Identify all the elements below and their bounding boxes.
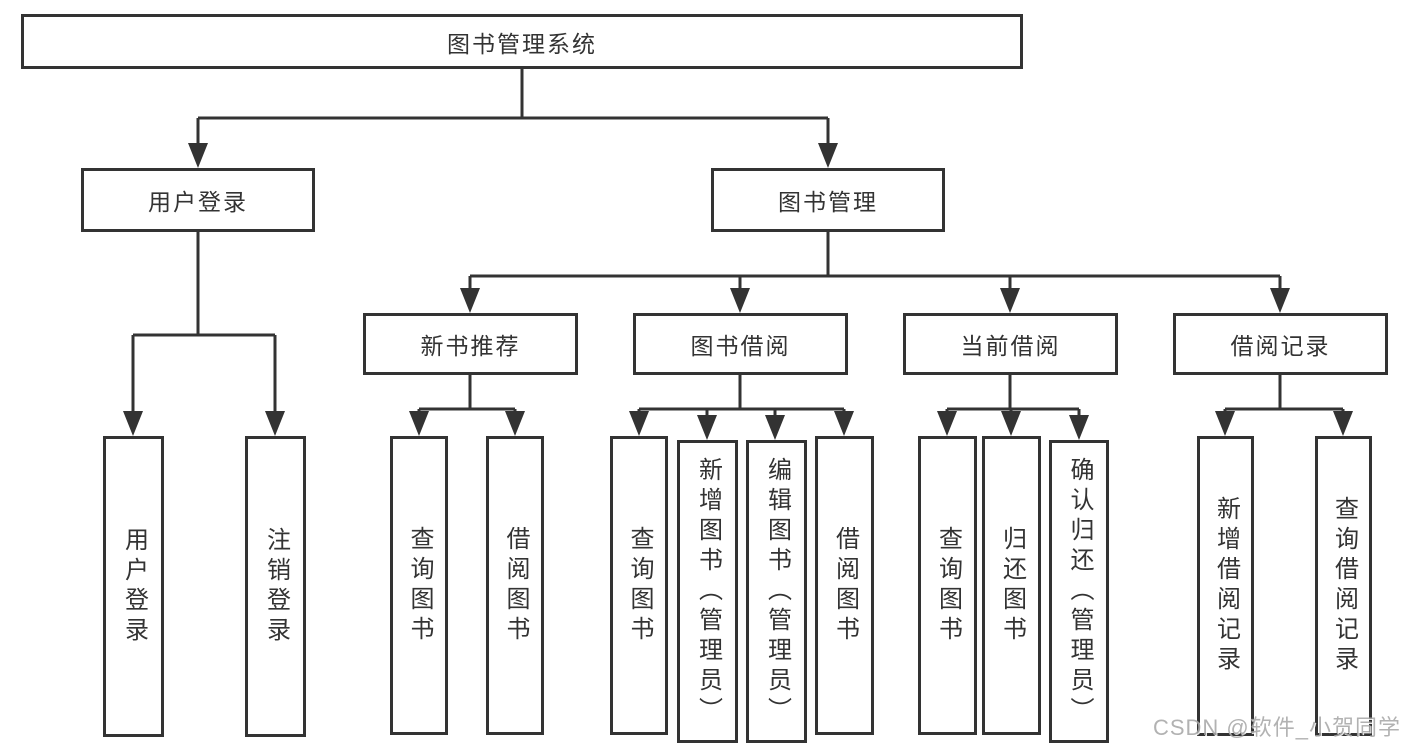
arrowhead — [765, 415, 785, 440]
arrowhead — [1069, 415, 1089, 440]
arrowhead — [265, 411, 285, 436]
arrowhead — [460, 288, 480, 313]
connector-userlogin-to-leaves — [131, 232, 277, 432]
leaf-add-books-admin: 新增图书（管理员） — [677, 440, 738, 743]
leaf-user-login: 用户登录 — [103, 436, 164, 737]
node-current-borrowing: 当前借阅 — [903, 313, 1118, 375]
leaf-borrow-books: 借阅图书 — [815, 436, 874, 735]
arrowhead — [730, 288, 750, 313]
arrowhead — [505, 411, 525, 436]
leaf-return-books: 归还图书 — [982, 436, 1041, 735]
arrowhead — [697, 415, 717, 440]
node-borrowing-records: 借阅记录 — [1173, 313, 1388, 375]
arrowhead — [188, 143, 208, 168]
arrowheads — [123, 143, 1353, 440]
leaf-borrow-books-recommend: 借阅图书 — [486, 436, 544, 735]
arrowhead — [1000, 288, 1020, 313]
leaf-query-books-borrow: 查询图书 — [610, 436, 668, 735]
leaf-add-borrow-record: 新增借阅记录 — [1197, 436, 1254, 736]
arrowhead — [937, 411, 957, 436]
csdn-watermark: CSDN @软件_小贺同学 — [1152, 715, 1401, 740]
arrowhead — [818, 143, 838, 168]
connector-bookmgmt-to-level3 — [468, 232, 1282, 309]
arrowhead — [834, 411, 854, 436]
connector-root-to-level2 — [196, 69, 830, 164]
connector-borrowing-to-leaves — [637, 375, 846, 436]
leaf-query-borrow-record: 查询借阅记录 — [1315, 436, 1372, 736]
arrowhead — [629, 411, 649, 436]
arrowhead — [1001, 411, 1021, 436]
leaf-confirm-return-admin: 确认归还（管理员） — [1049, 440, 1109, 743]
connector-records-to-leaves — [1223, 375, 1345, 432]
leaf-edit-books-admin: 编辑图书（管理员） — [746, 440, 807, 743]
arrowhead — [1215, 411, 1235, 436]
connector-newbook-to-leaves — [417, 375, 517, 432]
node-new-book-recommendation: 新书推荐 — [363, 313, 578, 375]
leaf-query-books-current: 查询图书 — [918, 436, 977, 735]
node-book-borrowing: 图书借阅 — [633, 313, 848, 375]
leaf-logout: 注销登录 — [245, 436, 306, 737]
node-book-management: 图书管理 — [711, 168, 945, 232]
leaf-query-books-recommend: 查询图书 — [390, 436, 448, 735]
node-library-management-system: 图书管理系统 — [21, 14, 1023, 69]
arrowhead — [409, 411, 429, 436]
arrowhead — [123, 411, 143, 436]
arrowhead — [1333, 411, 1353, 436]
arrowhead — [1270, 288, 1290, 313]
node-user-login: 用户登录 — [81, 168, 315, 232]
